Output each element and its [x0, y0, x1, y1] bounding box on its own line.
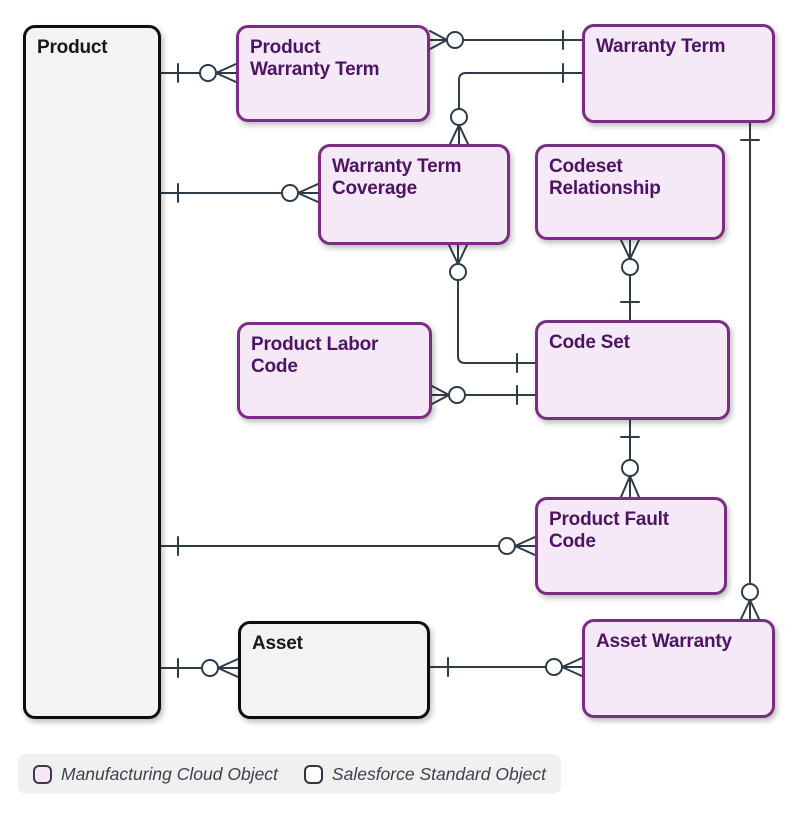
entity-label: Code Set — [549, 332, 630, 353]
edge-product-to-warranty-term-coverage — [159, 183, 319, 203]
edge-product-to-asset — [159, 658, 239, 678]
legend: Manufacturing Cloud Object Salesforce St… — [18, 754, 561, 794]
entity-label: Asset Warranty — [596, 631, 732, 652]
entity-warranty-term-coverage: Warranty Term Coverage — [318, 144, 510, 245]
edge-product-warranty-term-to-warranty-term — [429, 30, 583, 50]
legend-item-manufacturing: Manufacturing Cloud Object — [33, 764, 278, 785]
entity-label: Asset — [252, 633, 303, 654]
edge-code-set-to-product-labor-code — [431, 385, 536, 405]
entity-asset-warranty: Asset Warranty — [582, 619, 775, 718]
edge-product-to-product-fault-code — [159, 536, 536, 556]
entity-asset: Asset — [238, 621, 430, 719]
entity-product-fault-code: Product Fault Code — [535, 497, 727, 595]
edge-code-set-to-product-fault-code — [620, 419, 640, 498]
entity-label: Product Labor Code — [251, 334, 379, 377]
legend-label: Manufacturing Cloud Object — [61, 763, 278, 784]
standard-object-swatch-icon — [303, 764, 323, 784]
entity-label: Product Fault Code — [549, 509, 669, 552]
entity-label: Codeset Relationship — [549, 156, 661, 199]
edge-code-set-to-warranty-term-coverage — [448, 244, 536, 373]
entity-product-labor-code: Product Labor Code — [237, 322, 432, 419]
entity-code-set: Code Set — [535, 320, 730, 420]
edge-warranty-term-to-warranty-term-coverage — [449, 63, 583, 145]
entity-codeset-relationship: Codeset Relationship — [535, 144, 725, 240]
entity-label: Product Warranty Term — [250, 37, 380, 80]
legend-label: Salesforce Standard Object — [331, 763, 546, 784]
edge-asset-to-asset-warranty — [429, 657, 583, 677]
manufacturing-object-swatch-icon — [33, 764, 52, 784]
edge-code-set-to-codeset-relationship — [620, 239, 640, 321]
entity-warranty-term: Warranty Term — [582, 24, 775, 123]
entity-product-warranty-term: Product Warranty Term — [236, 25, 430, 122]
edge-warranty-term-to-asset-warranty — [740, 122, 760, 620]
entity-label: Product — [37, 37, 108, 58]
edge-product-to-product-warranty-term — [159, 63, 237, 83]
legend-item-standard: Salesforce Standard Object — [303, 763, 546, 785]
entity-product: Product — [23, 25, 161, 719]
entity-label: Warranty Term Coverage — [332, 156, 462, 199]
entity-label: Warranty Term — [596, 36, 726, 57]
